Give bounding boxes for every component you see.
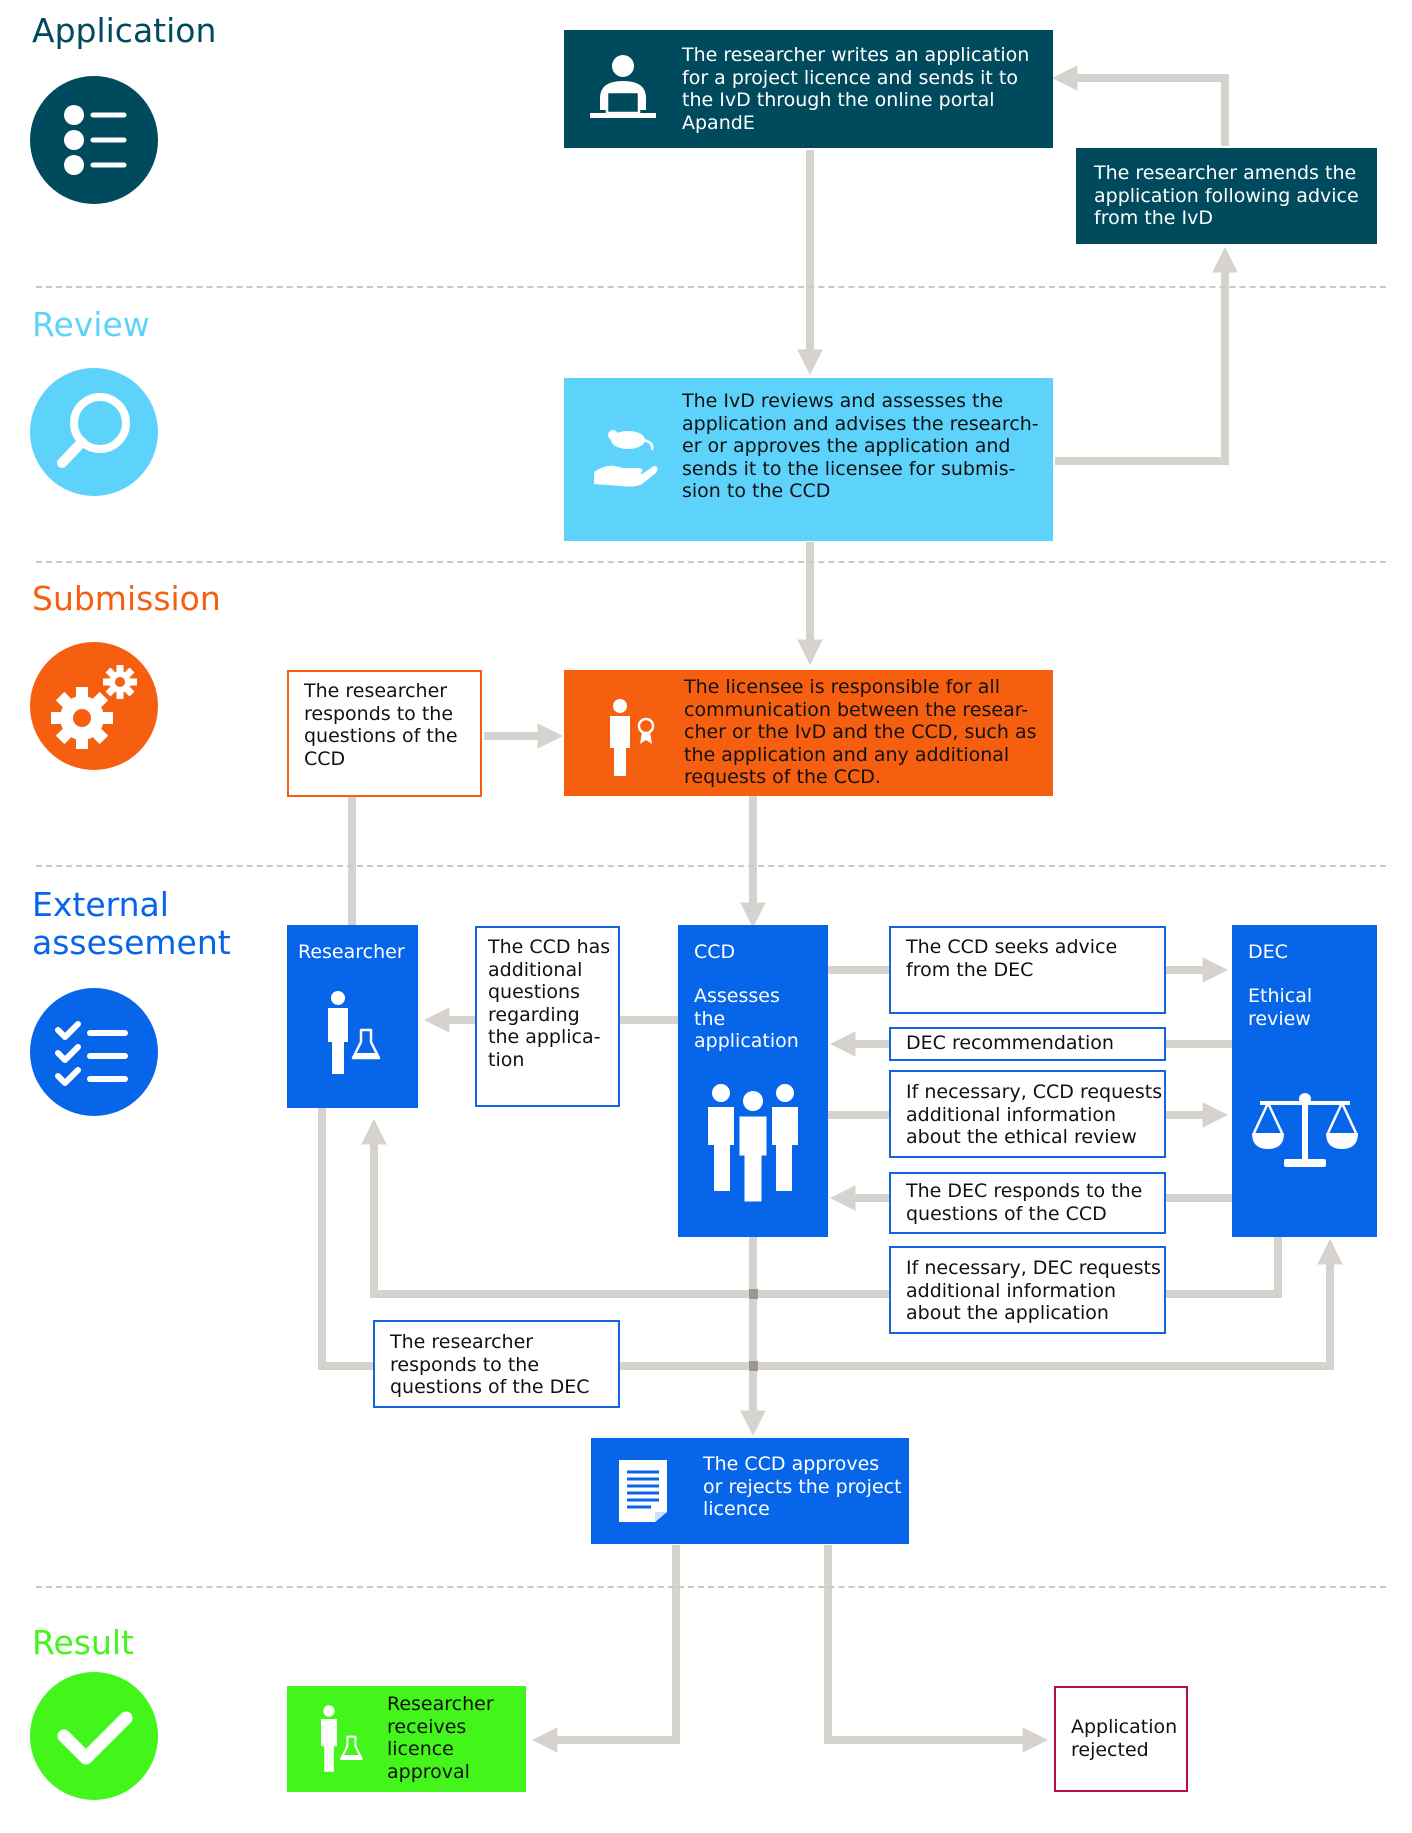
group-icon bbox=[708, 1084, 798, 1203]
ccd-questions-box: The CCD has additional questions regardi… bbox=[475, 926, 620, 1107]
ivd-reviews-box: The IvD reviews and assesses the applica… bbox=[564, 378, 1053, 541]
dec-box: DEC Ethical review bbox=[1232, 925, 1377, 1237]
divider bbox=[36, 561, 1386, 563]
ccd-approves-box: The CCD approves or rejects the project … bbox=[591, 1438, 909, 1544]
stage-title-external: External assesement bbox=[32, 885, 231, 962]
arrow-decision-to-rejected bbox=[824, 1545, 1049, 1753]
magnifier-icon bbox=[30, 368, 158, 496]
dec-responds-box: The DEC responds to the questions of the… bbox=[889, 1172, 1166, 1234]
researcher-box: Researcher bbox=[287, 925, 418, 1108]
dec-title: DEC bbox=[1248, 941, 1288, 963]
scales-icon bbox=[1252, 1093, 1358, 1167]
arrow-review-to-amend bbox=[1055, 246, 1238, 465]
ccd-questions-text: The CCD has additional questions regardi… bbox=[488, 936, 611, 1071]
arrow-amend-to-write bbox=[1051, 65, 1229, 146]
dec-responds-text: The DEC responds to the questions of the… bbox=[906, 1180, 1143, 1225]
divider bbox=[36, 1586, 1386, 1588]
ccd-seeks-advice-box: The CCD seeks advice from the DEC bbox=[889, 926, 1166, 1014]
arrow-dec-request-researcher bbox=[361, 1118, 1282, 1298]
dec-requests-info-box: If necessary, DEC requests additional in… bbox=[889, 1246, 1166, 1334]
approval-box: Researcher receives licence approval bbox=[287, 1686, 526, 1792]
arrow-decision-to-approval bbox=[531, 1545, 680, 1753]
researcher-amends-box: The researcher amends the application fo… bbox=[1076, 148, 1377, 244]
licensee-text: The licensee is responsible for all comm… bbox=[684, 676, 1037, 788]
stage-title-review: Review bbox=[32, 305, 150, 344]
researcher-responds-dec-box: The researcher responds to the questions… bbox=[373, 1320, 620, 1408]
dec-recommendation-text: DEC recommendation bbox=[906, 1032, 1114, 1054]
divider bbox=[36, 865, 1386, 867]
researcher-writes-box: The researcher writes an application for… bbox=[564, 30, 1053, 148]
researcher-title: Researcher bbox=[298, 941, 405, 963]
researcher-writes-text: The researcher writes an application for… bbox=[682, 44, 1030, 134]
approval-text: Researcher receives licence approval bbox=[387, 1693, 494, 1783]
ivd-reviews-text: The IvD reviews and assesses the applica… bbox=[682, 390, 1039, 502]
rejected-text: Application rejected bbox=[1071, 1716, 1178, 1761]
ccd-requests-info-box: If necessary, CCD requests additional in… bbox=[889, 1070, 1166, 1158]
arrow-researcher-responds-dec bbox=[318, 1108, 1343, 1370]
person-laptop-icon bbox=[590, 55, 656, 118]
researcher-responds-ccd-text: The researcher responds to the questions… bbox=[304, 680, 458, 770]
researcher-amends-text: The researcher amends the application fo… bbox=[1094, 162, 1359, 229]
dec-recommendation-box: DEC recommendation bbox=[889, 1027, 1166, 1061]
ccd-box: CCD Assesses the application bbox=[678, 925, 828, 1237]
dec-requests-info-text: If necessary, DEC requests additional in… bbox=[906, 1257, 1161, 1324]
ccd-requests-info-text: If necessary, CCD requests additional in… bbox=[906, 1081, 1163, 1148]
person-flask-icon bbox=[321, 1705, 363, 1772]
stage-title-application: Application bbox=[32, 11, 217, 50]
stage-title-submission: Submission bbox=[32, 579, 221, 618]
ccd-title: CCD bbox=[694, 941, 736, 963]
checkmark-icon bbox=[30, 1672, 158, 1800]
researcher-responds-dec-text: The researcher responds to the questions… bbox=[390, 1331, 590, 1398]
ccd-subtitle: Assesses the application bbox=[694, 985, 799, 1052]
stage-title-result: Result bbox=[32, 1623, 134, 1662]
checklist-icon bbox=[30, 988, 158, 1116]
hand-mouse-icon bbox=[594, 430, 658, 487]
ccd-approves-text: The CCD approves or rejects the project … bbox=[703, 1453, 902, 1520]
person-badge-icon bbox=[610, 699, 655, 776]
gears-icon bbox=[30, 642, 158, 770]
licensee-box: The licensee is responsible for all comm… bbox=[564, 670, 1053, 796]
divider bbox=[36, 286, 1386, 288]
list-icon bbox=[30, 76, 158, 204]
rejected-box: Application rejected bbox=[1054, 1686, 1188, 1792]
dec-subtitle: Ethical review bbox=[1248, 985, 1313, 1030]
document-icon bbox=[619, 1460, 667, 1522]
person-flask-icon bbox=[328, 991, 381, 1074]
researcher-responds-ccd-box: The researcher responds to the questions… bbox=[287, 670, 482, 797]
ccd-seeks-advice-text: The CCD seeks advice from the DEC bbox=[906, 936, 1118, 981]
